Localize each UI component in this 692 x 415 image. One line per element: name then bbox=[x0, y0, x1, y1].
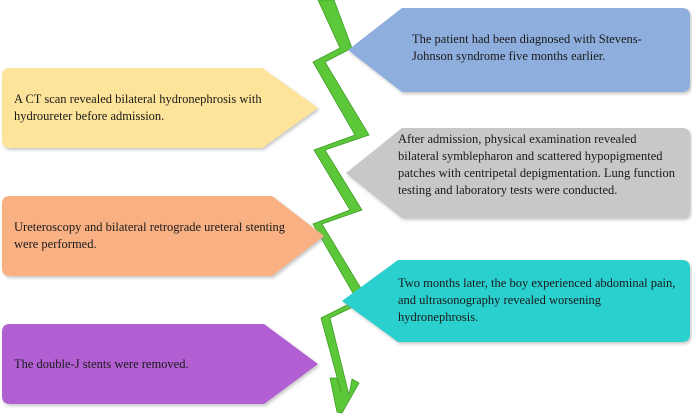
event-box-admission-examination bbox=[346, 128, 690, 218]
event-box-stents-removed bbox=[2, 324, 318, 404]
event-text-stevens-johnson-diagnosis: The patient had been diagnosed with Stev… bbox=[412, 32, 642, 63]
event-box-ct-scan bbox=[2, 68, 318, 148]
event-text-ct-scan: A CT scan revealed bilateral hydronephro… bbox=[14, 92, 262, 123]
event-box-ureteroscopy-stenting bbox=[2, 196, 324, 276]
event-text-abdominal-pain: Two months later, the boy experienced ab… bbox=[398, 276, 676, 324]
event-box-abdominal-pain bbox=[342, 260, 690, 342]
event-text-stents-removed: The double-J stents were removed. bbox=[14, 357, 189, 371]
event-text-ureteroscopy-stenting: Ureteroscopy and bilateral retrograde ur… bbox=[14, 220, 286, 251]
timeline-zigzag-arrow bbox=[312, 0, 370, 414]
event-text-admission-examination: After admission, physical examination re… bbox=[398, 132, 676, 197]
event-box-stevens-johnson-diagnosis bbox=[348, 8, 690, 92]
